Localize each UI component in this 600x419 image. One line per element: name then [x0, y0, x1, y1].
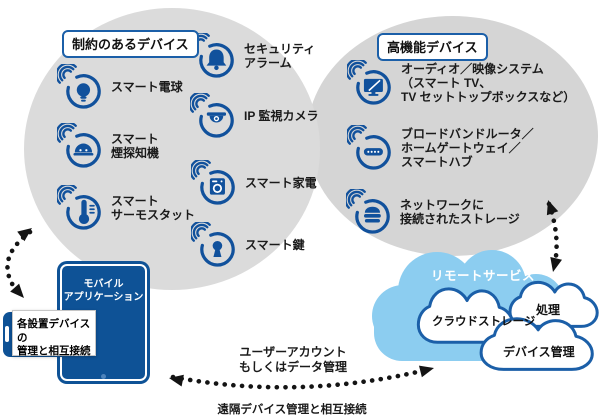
- av-system-icon: [347, 60, 393, 106]
- arrowhead-icon: [418, 365, 434, 378]
- smoke-detector-icon: [57, 123, 103, 169]
- cloud-storage-label: クラウドストレージ: [432, 316, 536, 328]
- device-label: ブロードバンドルータ／ ホームゲートウェイ／ スマートハブ: [401, 127, 534, 169]
- high-function-devices-title: 高機能デバイス: [377, 33, 488, 61]
- constrained-devices-title: 制約のあるデバイス: [62, 30, 199, 58]
- device-item-constrained-1: スマート 煙探知機: [57, 123, 159, 169]
- mobile-application-label: モバイル アプリケーション: [63, 279, 144, 303]
- device-item-constrained-6: スマート鍵: [191, 222, 305, 268]
- device-label: スマート電球: [111, 80, 183, 94]
- processing-label: 処理: [536, 303, 561, 317]
- device-management-label: デバイス管理: [503, 345, 575, 359]
- device-item-high_function-2: ネットワークに 接続されたストレージ: [346, 189, 520, 235]
- device-label: オーディオ／映像システム （スマート TV、 TV セットトップボックスなど）: [401, 62, 576, 104]
- router-icon: [347, 125, 393, 171]
- device-management-callout: 各設置デバイスの 管理と相互接続: [12, 310, 96, 357]
- device-label: ネットワークに 接続されたストレージ: [400, 198, 520, 226]
- arrowhead-icon: [10, 283, 24, 298]
- user-account-connection-label: ユーザーアカウント もしくはデータ管理: [238, 345, 347, 374]
- device-label: スマート 煙探知機: [111, 132, 160, 160]
- device-label: スマート鍵: [245, 238, 305, 252]
- arrowhead-icon: [17, 228, 32, 242]
- device-item-constrained-4: IP 監視カメラ: [190, 93, 318, 139]
- smart-bulb-icon: [57, 64, 103, 110]
- device-item-high_function-1: ブロードバンドルータ／ ホームゲートウェイ／ スマートハブ: [347, 125, 534, 171]
- device-item-constrained-2: スマート サーモスタット: [57, 185, 195, 231]
- device-item-constrained-5: スマート家電: [191, 160, 317, 206]
- smart-lock-icon: [191, 222, 237, 268]
- remote-services-label: リモートサービス: [431, 269, 536, 283]
- device-label: セキュリティ アラーム: [244, 42, 316, 70]
- device-item-constrained-3: セキュリティ アラーム: [190, 33, 315, 79]
- thermostat-icon: [57, 185, 103, 231]
- tablet-home-button: [101, 374, 106, 379]
- device-item-constrained-0: スマート電球: [57, 64, 183, 110]
- remote-management-connection-label: 遠隔デバイス管理と相互接続: [217, 404, 367, 416]
- arrowhead-icon: [550, 257, 562, 272]
- device-label: スマート家電: [245, 176, 317, 190]
- device-label: IP 監視カメラ: [244, 109, 319, 123]
- device-item-high_function-0: オーディオ／映像システム （スマート TV、 TV セットトップボックスなど）: [347, 60, 575, 106]
- device-label: スマート サーモスタット: [111, 194, 196, 222]
- phone-button: [5, 326, 9, 342]
- arrowhead-icon: [169, 374, 184, 387]
- dotted-arrow-mobile-devices: [5, 229, 33, 299]
- ip-camera-icon: [190, 93, 236, 139]
- network-storage-icon: [346, 189, 392, 235]
- smart-appliance-icon: [191, 160, 237, 206]
